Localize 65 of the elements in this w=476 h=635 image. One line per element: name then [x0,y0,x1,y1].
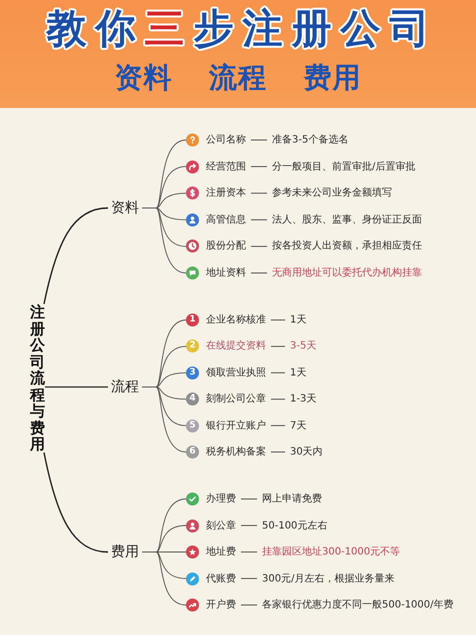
step-number: 4 [186,392,199,406]
detail-text: 300元/月左右，根据业务量来 [257,572,394,585]
subtitle: 资料 流程 费用 [114,60,362,96]
topic-label: 刻公章 [206,519,236,532]
detail-text: 无商用地址可以委托代办机构挂靠 [267,266,422,280]
step-number: 3 [186,366,199,380]
topic-label: 领取营业执照 [206,366,266,380]
detail-text: 30天内 [285,446,323,458]
topic-label: 银行开立账户 [206,419,266,432]
topic-label: 高管信息 [206,213,246,226]
detail-text: 按各投资人出资额，承担相应责任 [267,240,422,253]
connector-line [250,192,268,194]
topic-label: 在线提交资料 [206,340,266,353]
detail-text: 分一般项目、前置审批/后置审批 [267,160,416,174]
topic-label: 代账费 [206,572,236,585]
detail-text: 法人、股东、监事、身份证正反面 [267,213,422,226]
detail-text: 7天 [285,419,306,432]
detail-text: 1天 [285,366,306,380]
connector-line [45,386,108,388]
topic-label: 企业名称核准 [206,314,266,326]
step-number: 2 [186,340,199,353]
connector-line [240,578,258,579]
topic-label: 注册资本 [206,186,246,200]
step-number: 1 [186,314,199,326]
topic-label: 税务机构备案 [206,446,266,458]
connector-line [250,166,268,168]
branch-topic: 费用 [108,543,142,561]
step-number: 5 [186,419,199,432]
root-topic: 注册公司流程与费用 [30,304,45,452]
connector-line [250,246,268,247]
connector-line [270,346,286,347]
connector-line [270,425,286,426]
connector-line [240,604,258,606]
topic-label: 股份分配 [206,240,246,253]
connector-line [240,525,258,526]
detail-text: 3-5天 [285,340,316,353]
connector-line [43,452,108,553]
topic-label: 开户费 [206,598,236,612]
branch-topic: 流程 [108,378,142,396]
connector-line [250,272,268,274]
topic-label: 地址资料 [206,266,246,280]
connector-line [270,398,286,400]
connector-line [142,552,186,606]
connector-line [240,498,258,500]
connector-line [142,208,186,274]
connector-line [270,372,286,374]
detail-text: 1-3天 [285,392,316,406]
topic-label: 公司名称 [206,134,246,146]
page-title: 教你三步注册公司 [44,5,438,54]
detail-text: 网上申请免费 [257,492,322,506]
detail-text: 挂靠园区地址300-1000元不等 [257,546,400,558]
step-number: 6 [186,446,199,458]
detail-text: 1天 [285,314,306,326]
topic-label: 刻制公司公章 [206,392,266,406]
connector-line [43,207,108,304]
detail-text: 50-100元左右 [257,519,328,532]
branch-topic: 资料 [108,199,142,217]
connector-line [250,219,268,220]
detail-text: 参考未来公司业务金额填写 [267,186,392,200]
detail-text: 准备3-5个备选名 [267,134,348,146]
connector-line [142,386,186,452]
topic-label: 办理费 [206,492,236,506]
detail-text: 各家银行优惠力度不同一般500-1000/年费 [257,598,454,612]
topic-label: 地址费 [206,546,236,558]
topic-label: 经营范围 [206,160,246,174]
